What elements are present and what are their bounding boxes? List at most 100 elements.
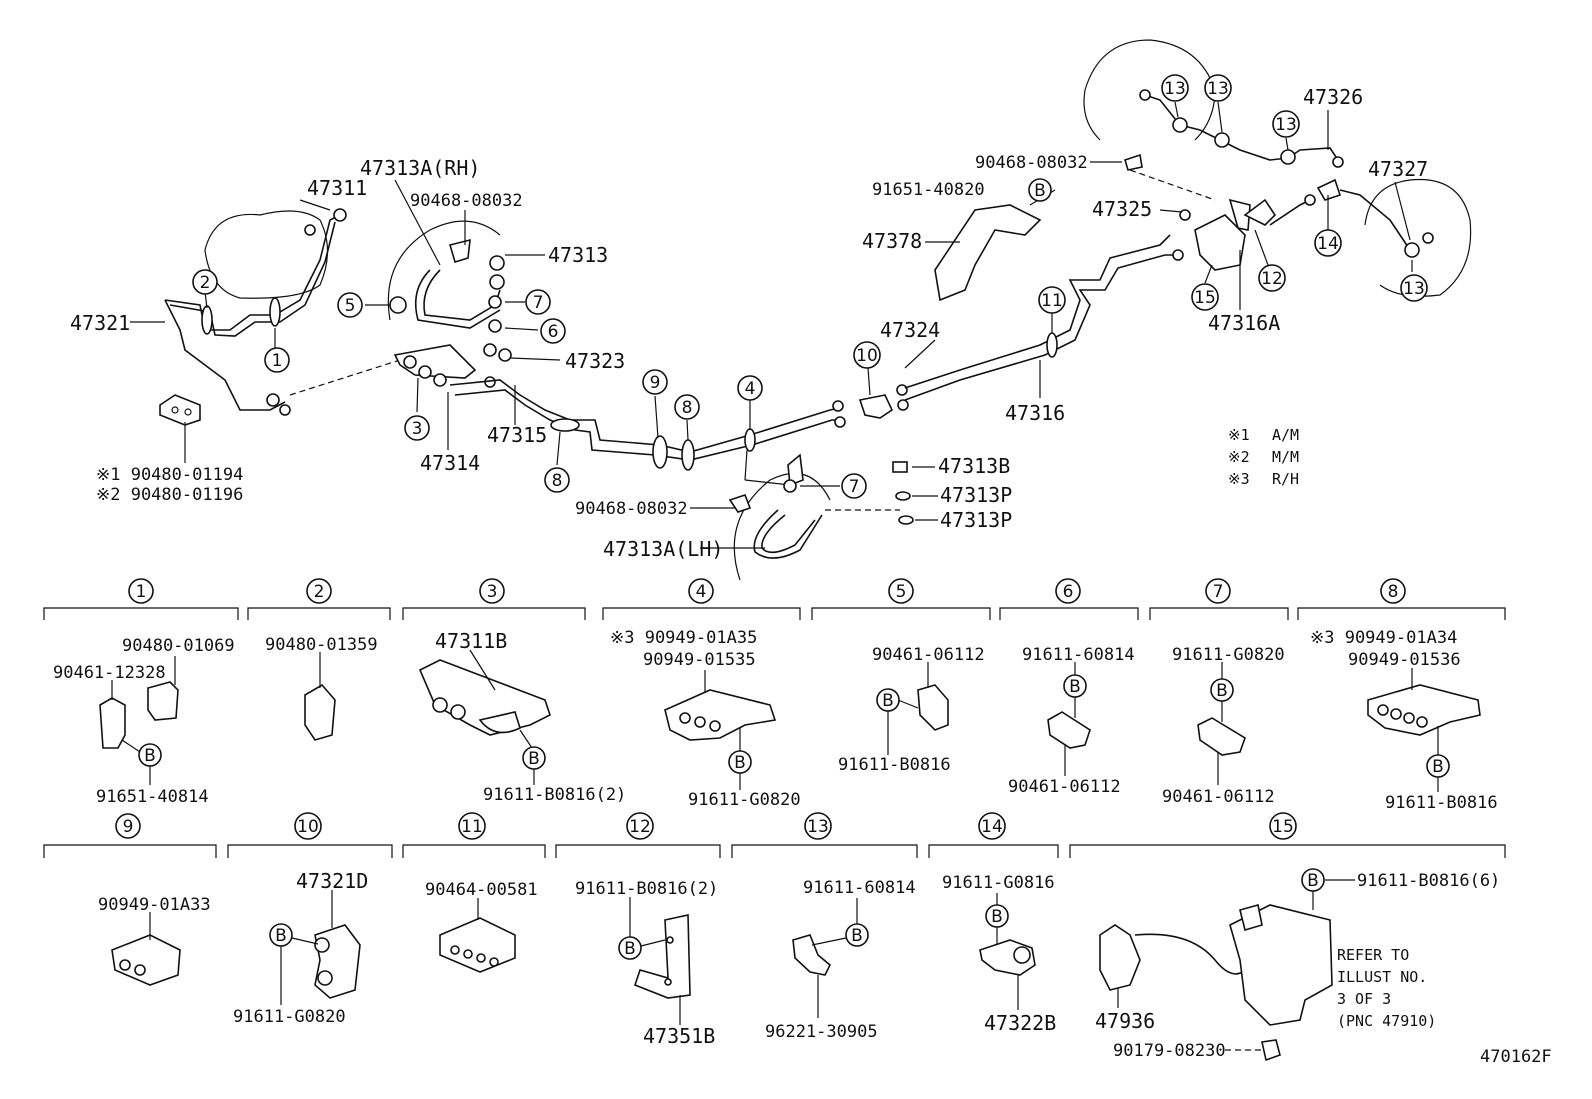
- leader: [1254, 229, 1269, 266]
- refer-note-line3: 3 OF 3: [1337, 990, 1391, 1008]
- leader: [469, 649, 496, 691]
- valve-port: [1239, 903, 1263, 932]
- detail-14-number: 14: [978, 812, 1006, 840]
- callout-9: 9: [642, 369, 668, 395]
- clamp-2-marker: [201, 305, 213, 335]
- callout-6: 6: [540, 318, 566, 344]
- svg-text:11: 11: [461, 817, 483, 837]
- clamp-90464-00581: [439, 917, 516, 973]
- svg-text:14: 14: [1317, 234, 1339, 254]
- leader: [1204, 264, 1213, 284]
- callout-2: 2: [192, 269, 218, 295]
- callout-4: 4: [737, 375, 763, 401]
- part-90179-08230: 90179-08230: [1113, 1041, 1226, 1061]
- part-90480-01069: 90480-01069: [122, 636, 235, 656]
- rr-drum-outline-top: [1083, 39, 1216, 141]
- part-90949-01535: 90949-01535: [643, 650, 756, 670]
- callout-8a: 8: [544, 467, 570, 493]
- union-nut: [333, 208, 347, 222]
- bolt-marker-b: B: [1210, 678, 1234, 702]
- sensor-wire: [1134, 933, 1251, 975]
- part-47321d: 47321D: [296, 869, 368, 893]
- union-nut: [832, 400, 844, 412]
- pipe-47316: [904, 234, 1171, 389]
- refer-note-line1: REFER TO: [1337, 946, 1409, 964]
- bolt-marker-b: B: [985, 904, 1009, 928]
- leader: [504, 327, 539, 331]
- part-91651-40814: 91651-40814: [96, 787, 209, 807]
- bracket-12: [1243, 198, 1277, 226]
- svg-text:1: 1: [272, 351, 283, 371]
- part-91611-b0816-2-12: 91611-B0816(2): [575, 879, 718, 899]
- callout-7a: 7: [525, 289, 551, 315]
- grommet-hole: [171, 406, 179, 414]
- svg-text:13: 13: [1164, 79, 1186, 99]
- part-90461-06112-7: 90461-06112: [1162, 787, 1275, 807]
- clamp-hole: [489, 957, 499, 967]
- pipe-47315: [449, 379, 841, 453]
- clamp-body: [478, 711, 521, 734]
- pipe-47321: [164, 214, 341, 411]
- part-90480-01359: 90480-01359: [265, 635, 378, 655]
- leader: [299, 199, 331, 211]
- clamp-7-marker: [488, 295, 502, 309]
- svg-text:B: B: [1216, 681, 1228, 701]
- svg-text:12: 12: [629, 817, 651, 837]
- hose-47313a-rh-outer: [414, 269, 501, 329]
- hose-47313a-lh-outer: [753, 509, 823, 559]
- svg-text:14: 14: [981, 817, 1003, 837]
- sensor-47936: [1099, 924, 1141, 991]
- detail-8-number: 8: [1380, 578, 1406, 604]
- svg-text:B: B: [1069, 677, 1081, 697]
- svg-text:5: 5: [345, 296, 356, 316]
- svg-text:3: 3: [487, 582, 498, 602]
- clamp-hole: [1013, 946, 1031, 964]
- svg-text:4: 4: [696, 582, 707, 602]
- bolt-marker-b: B: [1063, 674, 1087, 698]
- callout-13b: 13: [1204, 74, 1232, 102]
- leader: [904, 339, 936, 369]
- note-3-mark: ※3: [1228, 470, 1250, 488]
- part-90464-00581: 90464-00581: [425, 880, 538, 900]
- svg-text:B: B: [528, 749, 540, 769]
- svg-text:B: B: [851, 926, 863, 946]
- bolt-marker-b: B: [1301, 868, 1325, 892]
- bolt-marker-b: B: [138, 743, 162, 767]
- part-90461-06112-6: 90461-06112: [1008, 777, 1121, 797]
- clip-90461-06112-5: [917, 684, 949, 731]
- clamp-5-marker: [389, 296, 407, 314]
- leader: [1285, 137, 1289, 151]
- svg-text:8: 8: [682, 398, 693, 418]
- callout-3: 3: [404, 415, 430, 441]
- clamp-4-marker: [744, 428, 756, 452]
- detail-15-number: 15: [1269, 812, 1297, 840]
- clamp-hole: [476, 953, 486, 963]
- detail-10-number: 10: [294, 812, 322, 840]
- union-nut: [896, 384, 908, 396]
- svg-text:B: B: [991, 907, 1003, 927]
- detail-4-number: 4: [688, 578, 714, 604]
- callout-13d: 13: [1400, 274, 1428, 302]
- grommet-90480: [159, 394, 201, 426]
- part-90949-01a34: ※3 90949-01A34: [1310, 628, 1457, 648]
- svg-text:B: B: [275, 926, 287, 946]
- svg-text:B: B: [734, 753, 746, 773]
- leader: [291, 937, 319, 945]
- leader: [811, 937, 847, 946]
- valve-assembly-15: [1229, 904, 1333, 1026]
- label-47321: 47321: [70, 311, 130, 335]
- leader: [121, 739, 141, 753]
- detail-5-number: 5: [888, 578, 914, 604]
- clamp-hole: [314, 937, 330, 953]
- svg-text:6: 6: [1063, 582, 1074, 602]
- part-47351b: 47351B: [643, 1024, 715, 1048]
- clamp-hole: [694, 716, 706, 728]
- label-90480-01196: ※2 90480-01196: [96, 485, 243, 505]
- rr-drum-outline-bottom: [1364, 178, 1472, 297]
- grommet-hole: [184, 408, 192, 416]
- svg-text:B: B: [1307, 871, 1319, 891]
- valve-bracket: [1228, 198, 1251, 231]
- svg-text:10: 10: [856, 346, 878, 366]
- label-90468-mid: 90468-08032: [575, 499, 688, 519]
